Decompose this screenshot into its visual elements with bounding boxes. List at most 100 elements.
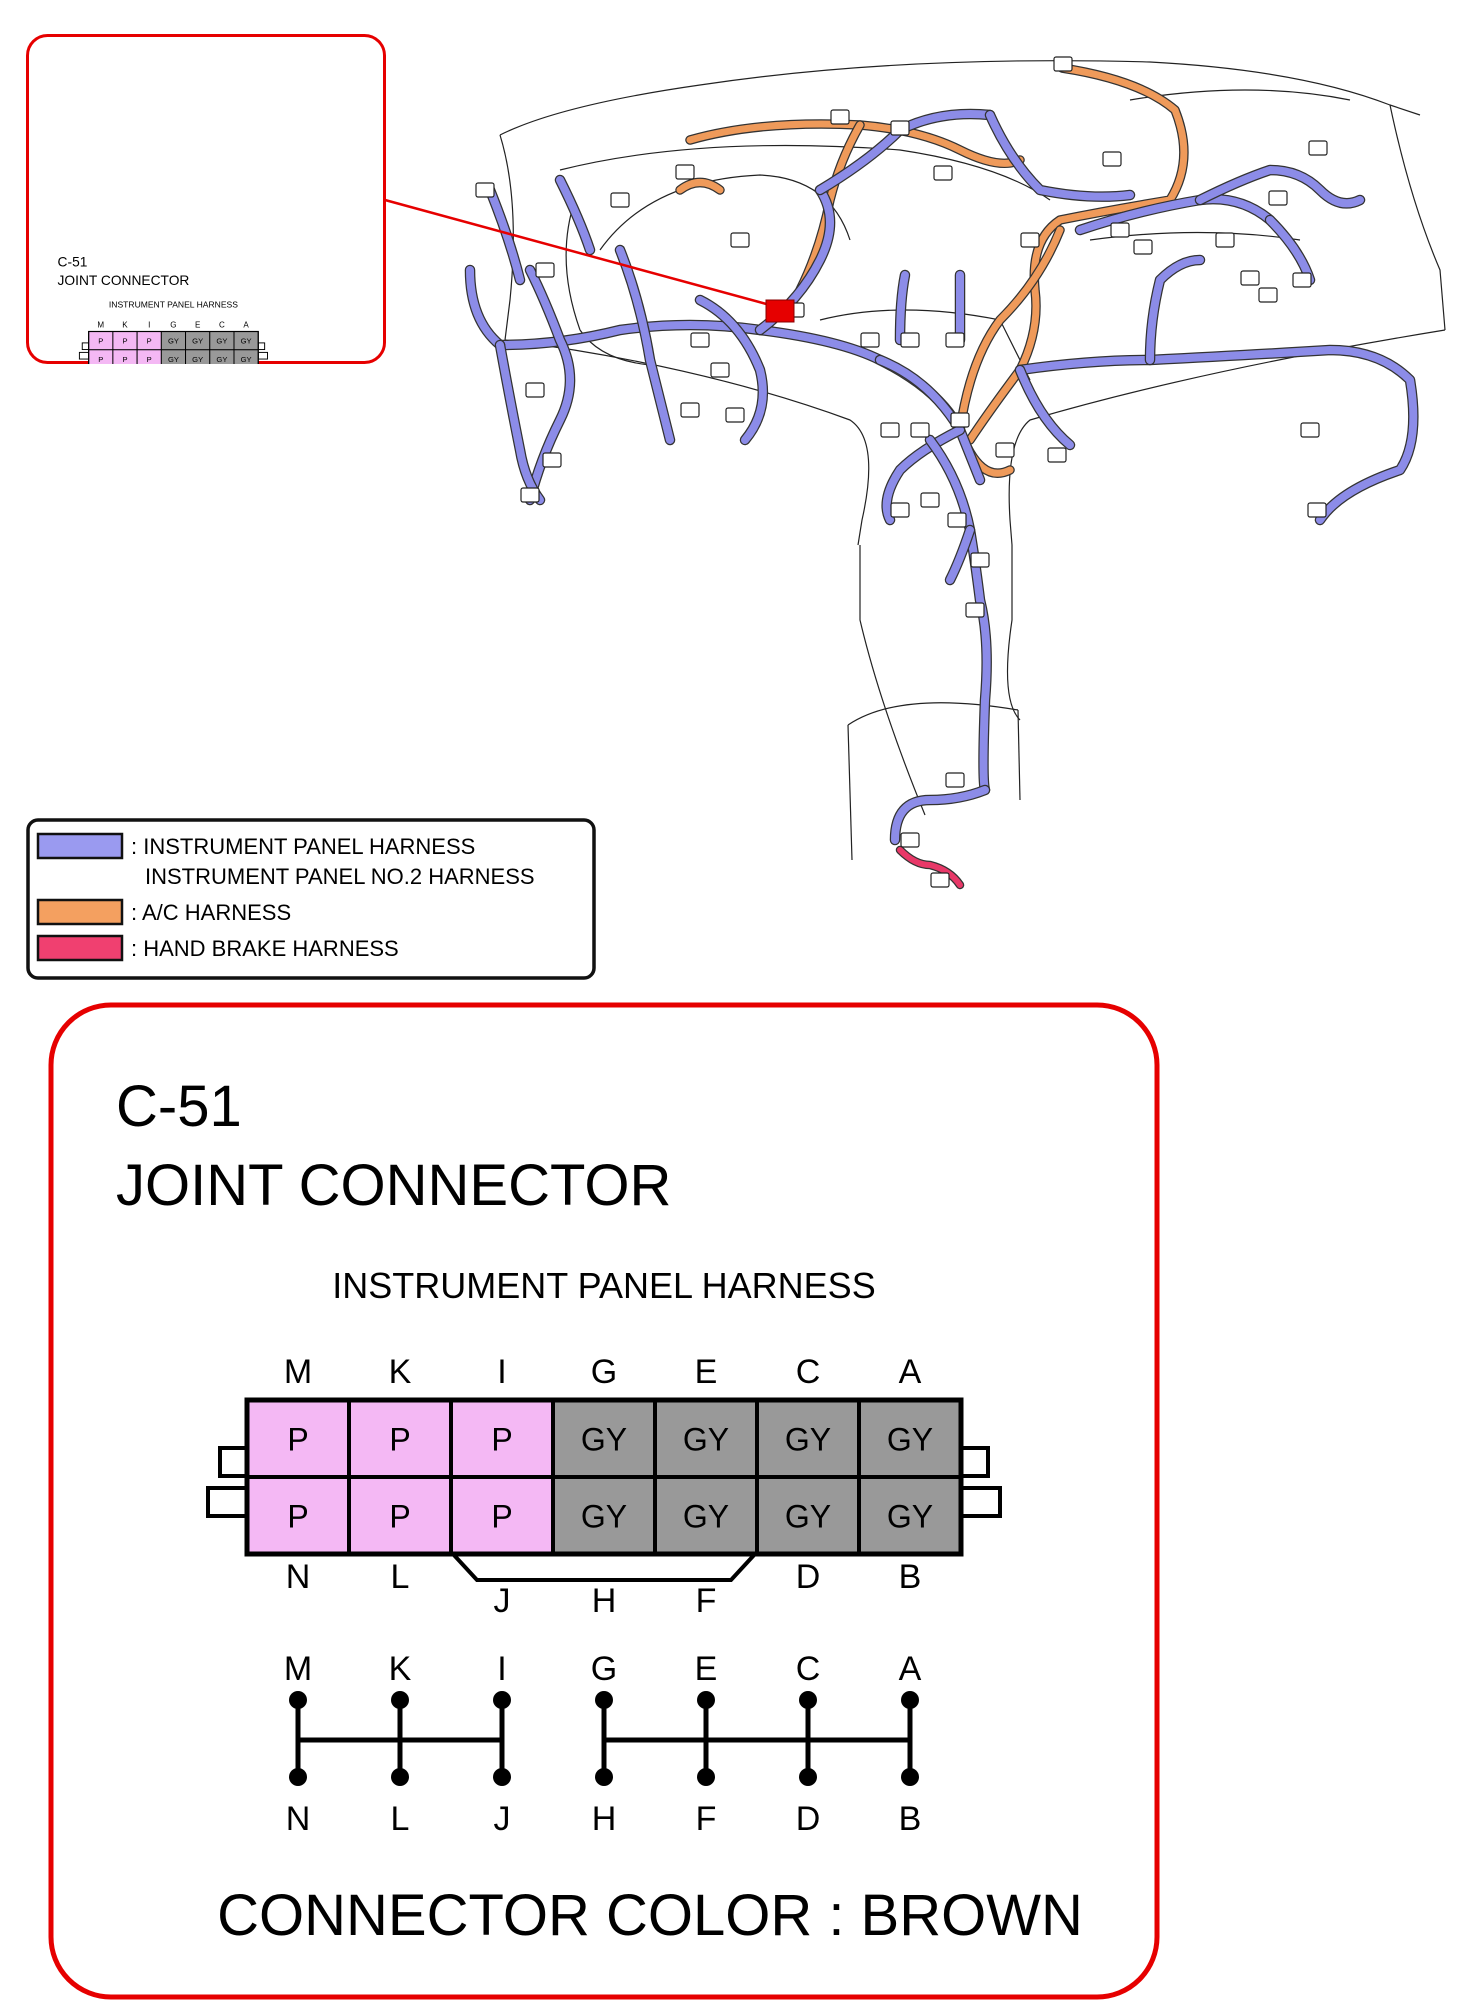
- detail-schematic-bottom-label: H: [592, 1800, 617, 1838]
- legend-item: : HAND BRAKE HARNESS: [36, 934, 399, 962]
- detail-schematic-node: [799, 1691, 817, 1709]
- callout-pin-label-top: A: [243, 320, 249, 329]
- detail-left-tab-lower: [206, 1486, 249, 1518]
- detail-connector-color: CONNECTOR COLOR : BROWN: [217, 1883, 1083, 1948]
- harness-connector: [860, 332, 880, 348]
- harness-connector: [710, 362, 730, 378]
- c51-location-marker[interactable]: [765, 299, 795, 323]
- detail-pin-color: P: [389, 1422, 410, 1458]
- harness-connector: [1110, 222, 1130, 238]
- detail-pin-label-top: I: [497, 1353, 506, 1391]
- detail-schematic-node: [391, 1768, 409, 1786]
- harness-connector: [947, 512, 967, 528]
- harness-wire: [882, 426, 964, 524]
- detail-pin-color: P: [287, 1422, 308, 1458]
- detail-schematic-top-label: I: [497, 1650, 506, 1688]
- harness-wire: [486, 186, 524, 284]
- detail-pin-color: GY: [683, 1422, 729, 1458]
- harness-wire: [986, 111, 1134, 201]
- detail-schematic-top-label: E: [695, 1650, 718, 1688]
- detail-pin-color: GY: [581, 1499, 627, 1535]
- harness-connector: [525, 382, 545, 398]
- harness-connector: [920, 492, 940, 508]
- harness-connector: [730, 232, 750, 248]
- callout-connector-code: C-51: [58, 254, 88, 269]
- harness-connector: [910, 422, 930, 438]
- harness-connector: [675, 164, 695, 180]
- harness-wire: [526, 266, 574, 504]
- detail-pin-label-top: C: [796, 1353, 821, 1391]
- harness-wire: [896, 271, 909, 344]
- detail-schematic-node: [697, 1691, 715, 1709]
- callout-pin-color: GY: [192, 355, 203, 364]
- harness-connector: [950, 412, 970, 428]
- detail-pin-color: GY: [785, 1499, 831, 1535]
- harness-wire: [1016, 366, 1074, 449]
- harness-connector: [1215, 232, 1235, 248]
- legend-label: : HAND BRAKE HARNESS: [131, 936, 399, 961]
- detail-schematic-node: [595, 1768, 613, 1786]
- detail-pin-label-top: A: [899, 1353, 922, 1391]
- harness-wire: [496, 341, 544, 504]
- harness-wire: [676, 179, 724, 194]
- detail-schematic-bottom-label: N: [286, 1800, 311, 1838]
- callout-right-tab-upper: [257, 342, 266, 351]
- harness-connector: [1268, 190, 1288, 206]
- harness-connector: [1240, 270, 1260, 286]
- callout-pin-color: P: [98, 336, 103, 345]
- callout-harness-name: INSTRUMENT PANEL HARNESS: [109, 299, 238, 309]
- callout-pin-color: GY: [216, 355, 227, 364]
- detail-schematic-top-label: G: [591, 1650, 617, 1688]
- detail-schematic-top-label: K: [389, 1650, 412, 1688]
- harness-connector: [475, 182, 495, 198]
- callout-pin-color: P: [147, 336, 152, 345]
- harness-connector: [830, 109, 850, 125]
- callout-pin-color: P: [122, 336, 127, 345]
- detail-schematic-node: [493, 1768, 511, 1786]
- harness-connector: [965, 602, 985, 618]
- hand-brake-harness-wires: [895, 845, 965, 890]
- harness-connector: [610, 192, 630, 208]
- callout-pin-color: GY: [168, 336, 179, 345]
- detail-pin-color: GY: [683, 1499, 729, 1535]
- detail-right-tab-upper: [959, 1446, 990, 1478]
- callout-pin-label-top: C: [219, 320, 225, 329]
- detail-pin-color: P: [389, 1499, 410, 1535]
- callout-pin-color: GY: [168, 355, 179, 364]
- detail-schematic-node: [595, 1691, 613, 1709]
- harness-wire: [1016, 346, 1418, 524]
- harness-connector: [725, 407, 745, 423]
- harness-wire: [956, 226, 1064, 477]
- detail-pin-color: GY: [887, 1499, 933, 1535]
- detail-schematic-bottom-label: F: [696, 1800, 717, 1838]
- callout-pin-color: GY: [192, 336, 203, 345]
- detail-pin-cell: [347, 1398, 453, 1479]
- harness-wire: [616, 246, 674, 444]
- detail-key-notch: [451, 1552, 757, 1582]
- detail-pin-label-notch: F: [696, 1582, 717, 1620]
- detail-harness-name: INSTRUMENT PANEL HARNESS: [332, 1265, 875, 1306]
- detail-pin-color: P: [491, 1422, 512, 1458]
- harness-wire: [891, 786, 989, 844]
- harness-connector: [1292, 272, 1312, 288]
- legend-swatch: [36, 832, 124, 860]
- harness-connector: [1258, 287, 1278, 303]
- callout-pin-color: GY: [216, 336, 227, 345]
- callout-pin-color: P: [98, 355, 103, 364]
- detail-connector-code: C-51: [116, 1074, 242, 1139]
- callout-pin-label-top: E: [195, 320, 201, 329]
- harness-connector: [890, 502, 910, 518]
- detail-pin-color: GY: [785, 1422, 831, 1458]
- detail-pin-color: P: [287, 1499, 308, 1535]
- callout-pin-label-top: K: [122, 320, 128, 329]
- harness-connector: [1102, 151, 1122, 167]
- harness-connector: [900, 832, 920, 848]
- legend-swatch: [36, 934, 124, 962]
- harness-connector: [1307, 502, 1327, 518]
- callout-pin-color: GY: [241, 355, 252, 364]
